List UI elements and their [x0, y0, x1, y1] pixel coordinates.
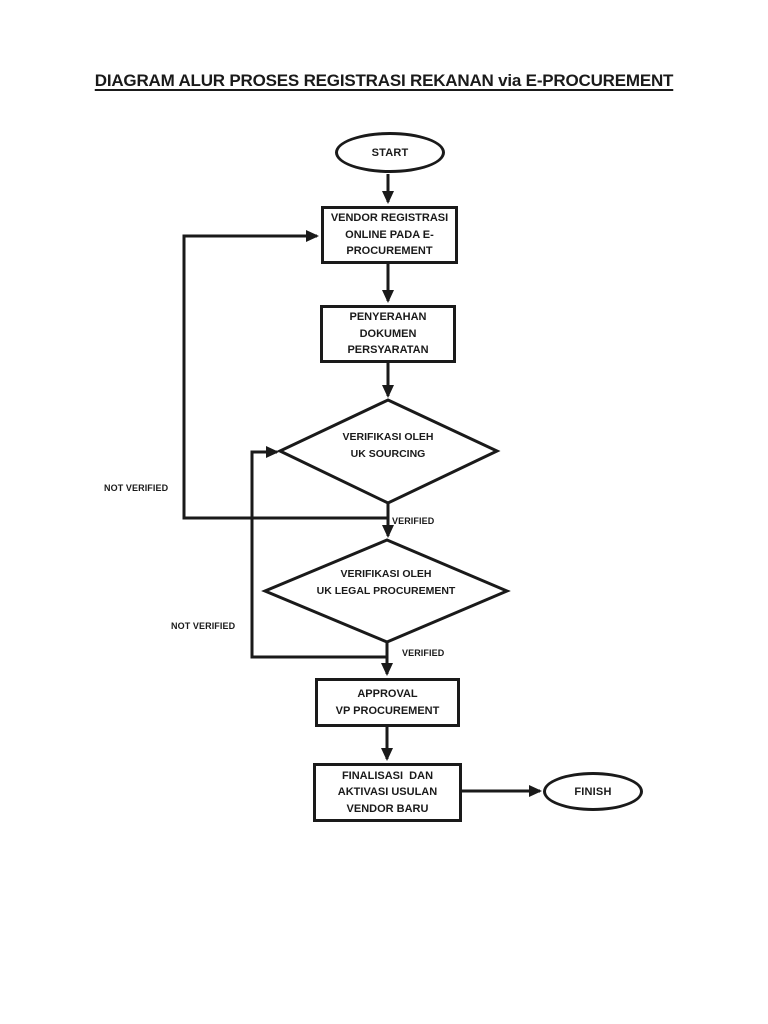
page-title-text: DIAGRAM ALUR PROSES REGISTRASI REKANAN v…: [94, 71, 674, 90]
decision-uk-sourcing-shape: [276, 398, 501, 505]
decision-uk-legal-label: VERIFIKASI OLEH UK LEGAL PROCUREMENT: [316, 568, 456, 597]
decision-uk-legal-shape: [261, 538, 511, 644]
finalization-label: FINALISASI DAN AKTIVASI USULAN VENDOR BA…: [337, 769, 438, 815]
finish-label: FINISH: [574, 785, 612, 798]
page-title: DIAGRAM ALUR PROSES REGISTRASI REKANAN v…: [0, 71, 768, 91]
finish-terminator: FINISH: [543, 772, 643, 811]
edge-sourcing-not-verified-loop: [182, 230, 388, 520]
edge-label-sourcing-not-verified: NOT VERIFIED: [104, 483, 169, 493]
edge-label-sourcing-verified: VERIFIED: [392, 516, 435, 526]
process-vendor-registration: VENDOR REGISTRASI ONLINE PADA E- PROCURE…: [321, 206, 458, 264]
process-document-submission: PENYERAHAN DOKUMEN PERSYARATAN: [320, 305, 456, 363]
document-submission-label: PENYERAHAN DOKUMEN PERSYARATAN: [347, 311, 429, 357]
process-approval-vp: APPROVAL VP PROCUREMENT: [315, 678, 460, 727]
vendor-registration-label: VENDOR REGISTRASI ONLINE PADA E- PROCURE…: [330, 212, 449, 258]
start-terminator: START: [335, 132, 445, 173]
edge-legal-not-verified-loop: [250, 446, 387, 659]
start-label: START: [371, 146, 409, 159]
decision-uk-sourcing-label: VERIFIKASI OLEH UK SOURCING: [342, 431, 434, 460]
process-finalization: FINALISASI DAN AKTIVASI USULAN VENDOR BA…: [313, 763, 462, 822]
edge-label-legal-not-verified: NOT VERIFIED: [171, 621, 236, 631]
approval-vp-label: APPROVAL VP PROCUREMENT: [335, 688, 440, 717]
edge-label-legal-verified: VERIFIED: [402, 648, 445, 658]
